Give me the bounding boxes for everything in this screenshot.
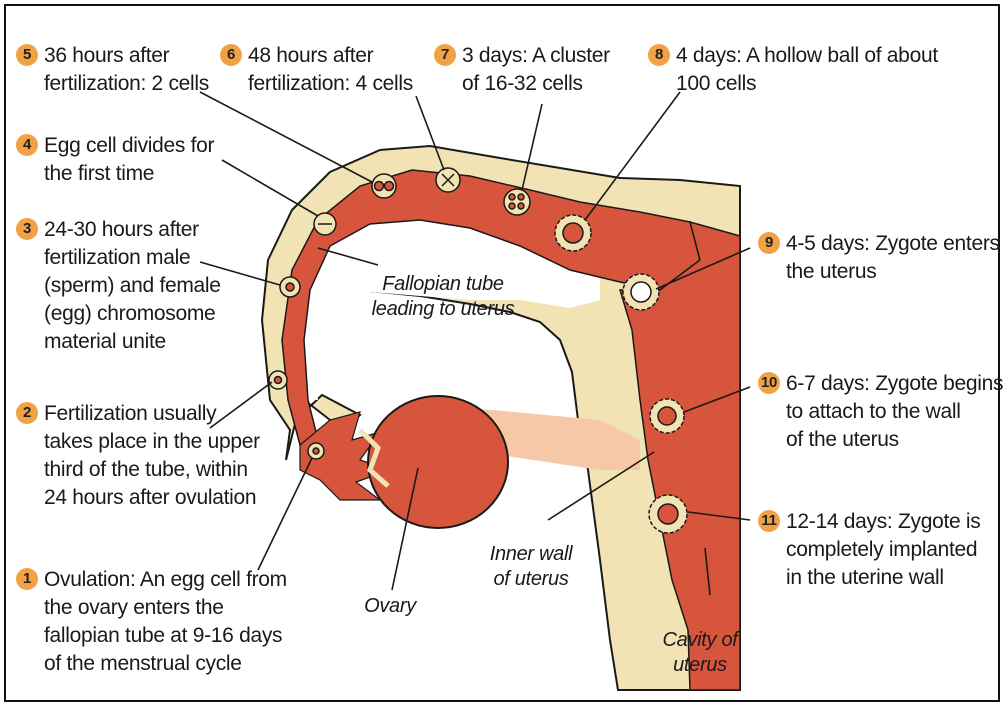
morula (504, 189, 530, 215)
step-4: 4 Egg cell divides for the first time (16, 132, 214, 188)
step-2-text: Fertilization usually takes place in the… (16, 400, 260, 512)
step-7-text: 3 days: A cluster of 16-32 cells (434, 42, 610, 98)
step-9: 9 4-5 days: Zygote enters the uterus (758, 230, 1000, 286)
step-4-badge: 4 (16, 134, 38, 156)
step-11: 11 12-14 days: Zygote is completely impl… (758, 508, 980, 592)
step-8-text: 4 days: A hollow ball of about 100 cells (648, 42, 938, 98)
label-inner-wall: Inner wall of uterus (476, 542, 586, 592)
step-6-text: 48 hours after fertilization: 4 cells (220, 42, 413, 98)
step-6-badge: 6 (220, 44, 242, 66)
step-1: 1 Ovulation: An egg cell from the ovary … (16, 566, 287, 678)
step-9-text: 4-5 days: Zygote enters the uterus (758, 230, 1000, 286)
step-5: 5 36 hours after fertilization: 2 cells (16, 42, 209, 98)
label-fallopian-tube: Fallopian tube leading to uterus (368, 272, 518, 322)
step-1-text: Ovulation: An egg cell from the ovary en… (16, 566, 287, 678)
label-ovary: Ovary (350, 594, 430, 619)
step-6: 6 48 hours after fertilization: 4 cells (220, 42, 413, 98)
step-10-badge: 10 (758, 372, 780, 394)
step-3-text: 24-30 hours after fertilization male (sp… (16, 216, 221, 356)
ovary (368, 396, 508, 528)
step-10-text: 6-7 days: Zygote begins to attach to the… (758, 370, 1003, 454)
step-9-badge: 9 (758, 232, 780, 254)
step-4-text: Egg cell divides for the first time (16, 132, 214, 188)
step-3: 3 24-30 hours after fertilization male (… (16, 216, 221, 356)
step-8-badge: 8 (648, 44, 670, 66)
step-5-text: 36 hours after fertilization: 2 cells (16, 42, 209, 98)
step-7: 7 3 days: A cluster of 16-32 cells (434, 42, 610, 98)
step-10: 10 6-7 days: Zygote begins to attach to … (758, 370, 1003, 454)
step-7-badge: 7 (434, 44, 456, 66)
label-cavity: Cavity of uterus (650, 628, 750, 678)
step-11-text: 12-14 days: Zygote is completely implant… (758, 508, 980, 592)
step-8: 8 4 days: A hollow ball of about 100 cel… (648, 42, 938, 98)
step-2: 2 Fertilization usually takes place in t… (16, 400, 260, 512)
step-5-badge: 5 (16, 44, 38, 66)
step-2-badge: 2 (16, 402, 38, 424)
step-11-badge: 11 (758, 510, 780, 532)
step-3-badge: 3 (16, 218, 38, 240)
step-1-badge: 1 (16, 568, 38, 590)
